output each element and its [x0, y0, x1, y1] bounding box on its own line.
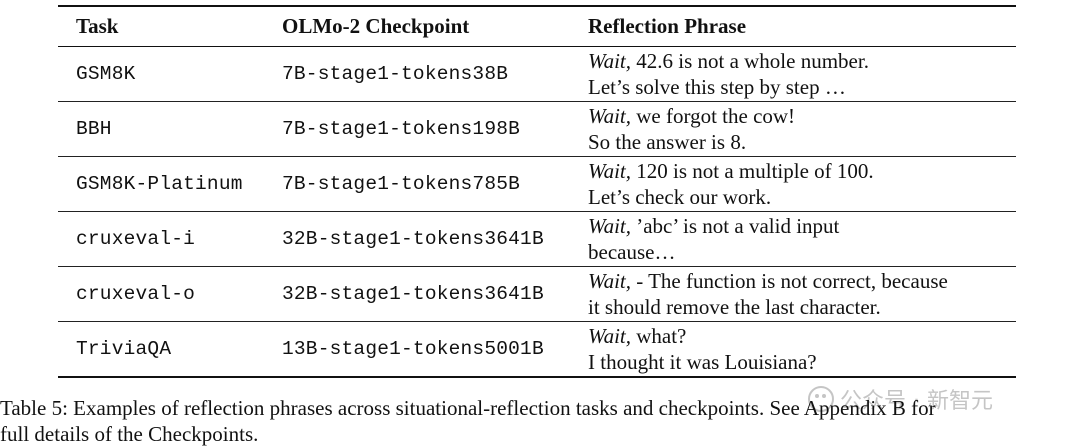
- phrase-line-2: it should remove the last character.: [588, 295, 881, 319]
- table-caption: Table 5: Examples of reflection phrases …: [0, 395, 1080, 447]
- table-row: GSM8K-Platinum 7B-stage1-tokens785B Wait…: [58, 157, 1016, 212]
- caption-line-2: full details of the Checkpoints.: [0, 422, 259, 446]
- phrase-line-1: Wait, 42.6 is not a whole number.: [588, 48, 1016, 74]
- checkpoint-cell: 7B-stage1-tokens198B: [282, 118, 521, 140]
- phrase-text: what?: [630, 324, 687, 348]
- phrase-line-2: Let’s check our work.: [588, 185, 772, 209]
- header-reflection-phrase: Reflection Phrase: [588, 14, 747, 38]
- phrase-text: 120 is not a multiple of 100.: [630, 159, 874, 183]
- phrase-line-2: I thought it was Louisiana?: [588, 350, 817, 374]
- phrase-text: 42.6 is not a whole number.: [630, 49, 869, 73]
- task-cell: cruxeval-o: [76, 283, 196, 305]
- table-row: GSM8K 7B-stage1-tokens38B Wait, 42.6 is …: [58, 47, 1016, 102]
- phrase-line-1: Wait, ’abc’ is not a valid input: [588, 213, 1016, 239]
- checkpoint-cell: 7B-stage1-tokens38B: [282, 63, 509, 85]
- checkpoint-cell: 32B-stage1-tokens3641B: [282, 228, 544, 250]
- header-row: Task OLMo-2 Checkpoint Reflection Phrase: [58, 6, 1016, 47]
- table-row: cruxeval-i 32B-stage1-tokens3641B Wait, …: [58, 212, 1016, 267]
- phrase-line-1: Wait, - The function is not correct, bec…: [588, 268, 1016, 294]
- header-checkpoint: OLMo-2 Checkpoint: [282, 14, 470, 38]
- reflection-phrase-cell: Wait, 120 is not a multiple of 100. Let’…: [570, 157, 1016, 212]
- phrase-line-1: Wait, we forgot the cow!: [588, 103, 1016, 129]
- task-cell: TriviaQA: [76, 338, 172, 360]
- phrase-lead: Wait,: [588, 49, 631, 73]
- table-row: TriviaQA 13B-stage1-tokens5001B Wait, wh…: [58, 322, 1016, 378]
- task-cell: BBH: [76, 118, 112, 140]
- reflection-phrase-cell: Wait, 42.6 is not a whole number. Let’s …: [570, 47, 1016, 102]
- reflection-phrase-cell: Wait, ’abc’ is not a valid input because…: [570, 212, 1016, 267]
- table-header: Task OLMo-2 Checkpoint Reflection Phrase: [58, 6, 1016, 47]
- checkpoint-cell: 32B-stage1-tokens3641B: [282, 283, 544, 305]
- checkpoint-cell: 7B-stage1-tokens785B: [282, 173, 521, 195]
- phrase-line-1: Wait, what?: [588, 323, 1016, 349]
- watermark-text: 公众号 · 新智元: [840, 389, 993, 414]
- reflection-phrases-table: Task OLMo-2 Checkpoint Reflection Phrase…: [58, 5, 1016, 378]
- phrase-lead: Wait,: [588, 214, 631, 238]
- checkpoint-cell: 13B-stage1-tokens5001B: [282, 338, 544, 360]
- phrase-text: ’abc’ is not a valid input: [630, 214, 840, 238]
- task-cell: GSM8K: [76, 63, 136, 85]
- header-task: Task: [76, 14, 119, 38]
- phrase-lead: Wait,: [588, 324, 631, 348]
- phrase-text: - The function is not correct, because: [630, 269, 948, 293]
- task-cell: cruxeval-i: [76, 228, 196, 250]
- reflection-phrase-cell: Wait, - The function is not correct, bec…: [570, 267, 1016, 322]
- phrase-text: we forgot the cow!: [630, 104, 796, 128]
- table-body: GSM8K 7B-stage1-tokens38B Wait, 42.6 is …: [58, 47, 1016, 378]
- task-cell: GSM8K-Platinum: [76, 173, 243, 195]
- table-row: BBH 7B-stage1-tokens198B Wait, we forgot…: [58, 102, 1016, 157]
- phrase-lead: Wait,: [588, 104, 631, 128]
- caption-line-1: Table 5: Examples of reflection phrases …: [0, 396, 936, 420]
- reflection-phrase-cell: Wait, we forgot the cow! So the answer i…: [570, 102, 1016, 157]
- phrase-line-1: Wait, 120 is not a multiple of 100.: [588, 158, 1016, 184]
- phrase-line-2: Let’s solve this step by step …: [588, 75, 846, 99]
- watermark: 公众号 · 新智元: [808, 383, 993, 415]
- wechat-icon: [808, 386, 834, 412]
- reflection-table-wrap: Task OLMo-2 Checkpoint Reflection Phrase…: [58, 5, 1016, 378]
- table-row: cruxeval-o 32B-stage1-tokens3641B Wait, …: [58, 267, 1016, 322]
- phrase-lead: Wait,: [588, 269, 631, 293]
- phrase-line-2: because…: [588, 240, 676, 264]
- phrase-line-2: So the answer is 8.: [588, 130, 747, 154]
- phrase-lead: Wait,: [588, 159, 631, 183]
- reflection-phrase-cell: Wait, what? I thought it was Louisiana?: [570, 322, 1016, 378]
